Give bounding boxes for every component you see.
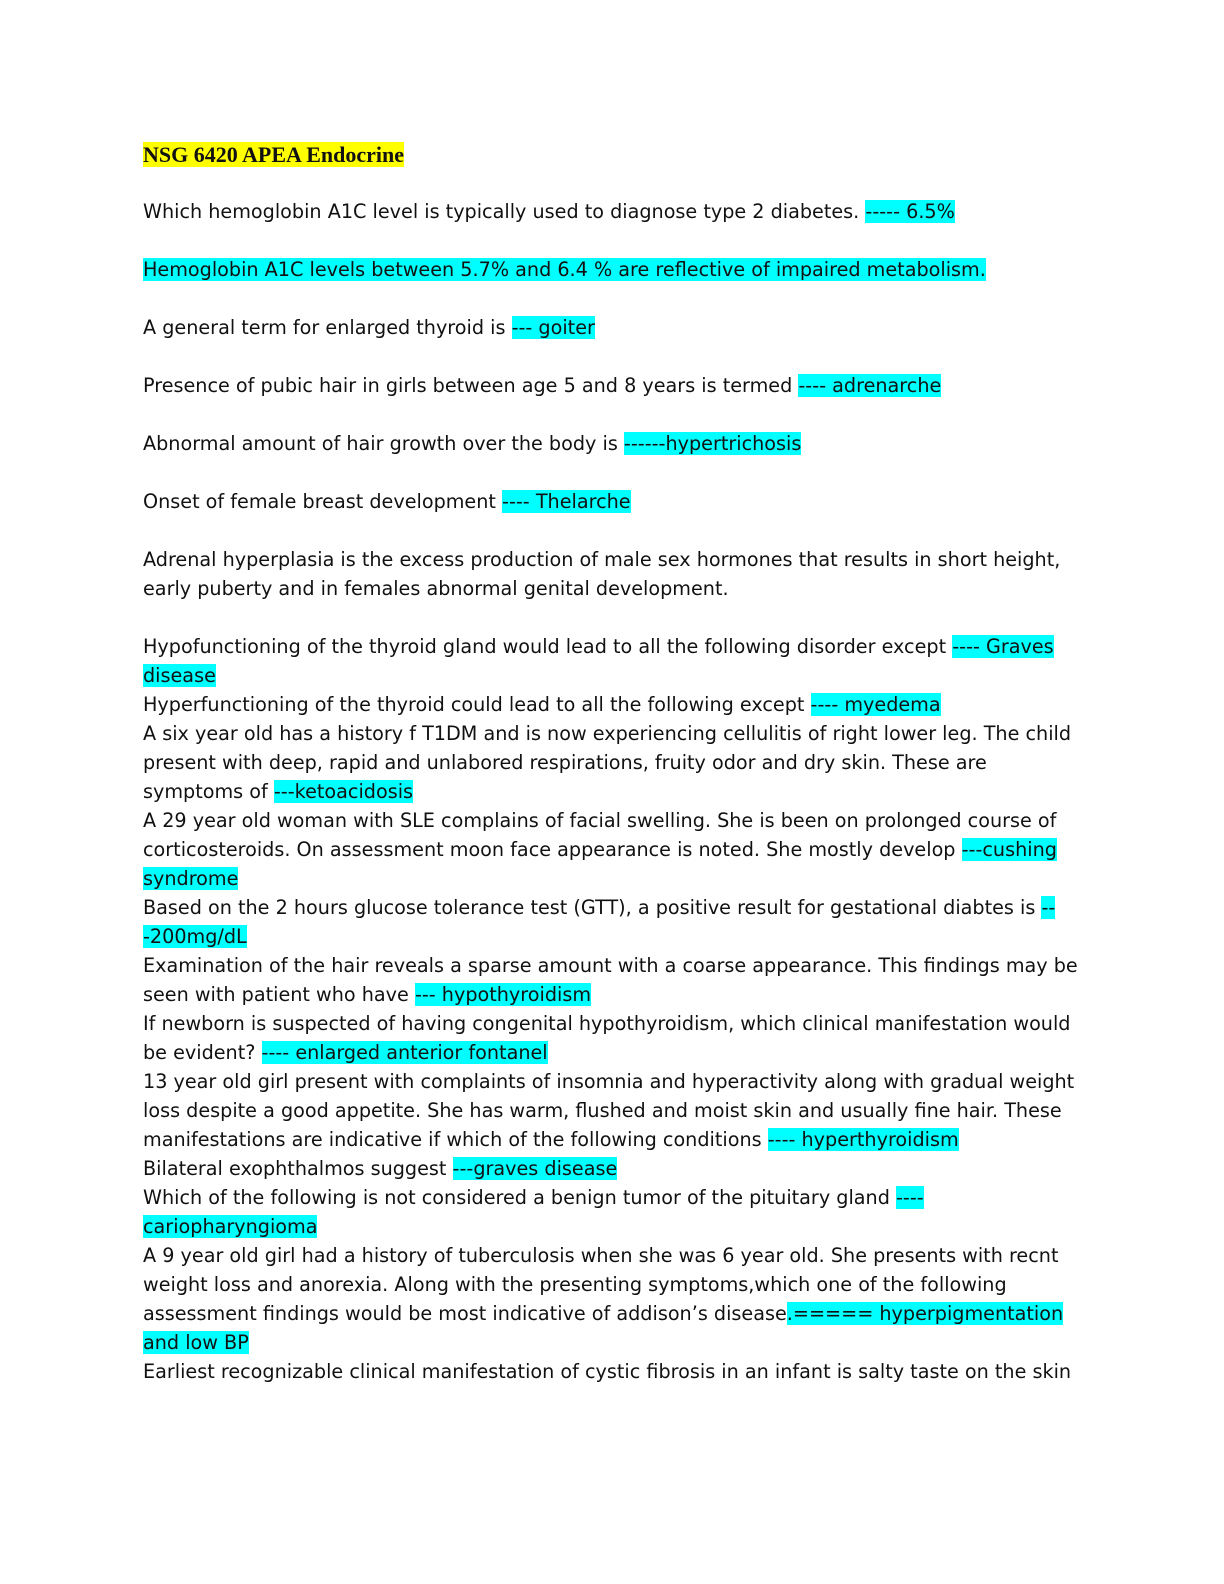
qa-item: Which hemoglobin A1C level is typically … <box>143 197 1083 226</box>
question-text: Abnormal amount of hair growth over the … <box>143 432 624 455</box>
question-text: Which of the following is not considered… <box>143 1186 896 1209</box>
question-text: Hyperfunctioning of the thyroid could le… <box>143 693 811 716</box>
qa-item: Based on the 2 hours glucose tolerance t… <box>143 893 1083 951</box>
document-title: NSG 6420 APEA Endocrine <box>143 140 1083 170</box>
qa-item: 13 year old girl present with complaints… <box>143 1067 1083 1154</box>
answer-highlight: ---- enlarged anterior fontanel <box>261 1041 548 1064</box>
question-text: Which hemoglobin A1C level is typically … <box>143 200 866 223</box>
qa-item: Hyperfunctioning of the thyroid could le… <box>143 690 1083 719</box>
answer-highlight: ---ketoacidosis <box>273 780 414 803</box>
qa-item: Earliest recognizable clinical manifesta… <box>143 1357 1083 1386</box>
answer-highlight: ---graves disease <box>452 1157 618 1180</box>
answer-highlight: ---- hyperthyroidism <box>767 1128 959 1151</box>
qa-item: A general term for enlarged thyroid is -… <box>143 313 1083 342</box>
qa-item: Abnormal amount of hair growth over the … <box>143 429 1083 458</box>
qa-item: Hypofunctioning of the thyroid gland wou… <box>143 632 1083 690</box>
document-body: NSG 6420 APEA Endocrine Which hemoglobin… <box>143 140 1083 1386</box>
answer-highlight: ---- adrenarche <box>798 374 942 397</box>
question-text: Adrenal hyperplasia is the excess produc… <box>143 548 1061 600</box>
qa-item: Presence of pubic hair in girls between … <box>143 371 1083 400</box>
question-text: Hypofunctioning of the thyroid gland wou… <box>143 635 953 658</box>
answer-highlight: Hemoglobin A1C levels between 5.7% and 6… <box>143 258 986 281</box>
qa-item: If newborn is suspected of having congen… <box>143 1009 1083 1067</box>
question-text: A 29 year old woman with SLE complains o… <box>143 809 1057 861</box>
answer-highlight: ----- 6.5% <box>865 200 955 223</box>
qa-item: A 9 year old girl had a history of tuber… <box>143 1241 1083 1357</box>
answer-highlight: ---- Thelarche <box>502 490 631 513</box>
answer-highlight: --- hypothyroidism <box>414 983 592 1006</box>
qa-item: A 29 year old woman with SLE complains o… <box>143 806 1083 893</box>
qa-item: Examination of the hair reveals a sparse… <box>143 951 1083 1009</box>
question-text: A 9 year old girl had a history of tuber… <box>143 1244 1059 1325</box>
question-text: Examination of the hair reveals a sparse… <box>143 954 1078 1006</box>
qa-item: Which of the following is not considered… <box>143 1183 1083 1241</box>
answer-highlight: --- goiter <box>511 316 595 339</box>
answer-highlight: ------hypertrichosis <box>623 432 802 455</box>
question-text: If newborn is suspected of having congen… <box>143 1012 1071 1064</box>
question-text: Onset of female breast development <box>143 490 503 513</box>
answer-highlight: ---- myedema <box>810 693 941 716</box>
question-text: Based on the 2 hours glucose tolerance t… <box>143 896 1042 919</box>
question-text: Bilateral exophthalmos suggest <box>143 1157 453 1180</box>
qa-item: A six year old has a history f T1DM and … <box>143 719 1083 806</box>
qa-item: Bilateral exophthalmos suggest ---graves… <box>143 1154 1083 1183</box>
title-highlight: NSG 6420 APEA Endocrine <box>143 142 404 167</box>
question-text: 13 year old girl present with complaints… <box>143 1070 1075 1151</box>
question-text: Earliest recognizable clinical manifesta… <box>143 1360 1072 1383</box>
question-text: A six year old has a history f T1DM and … <box>143 722 1072 803</box>
question-text: A general term for enlarged thyroid is <box>143 316 512 339</box>
qa-item: Adrenal hyperplasia is the excess produc… <box>143 545 1083 603</box>
qa-item: Hemoglobin A1C levels between 5.7% and 6… <box>143 255 1083 284</box>
qa-item: Onset of female breast development ---- … <box>143 487 1083 516</box>
question-text: Presence of pubic hair in girls between … <box>143 374 799 397</box>
